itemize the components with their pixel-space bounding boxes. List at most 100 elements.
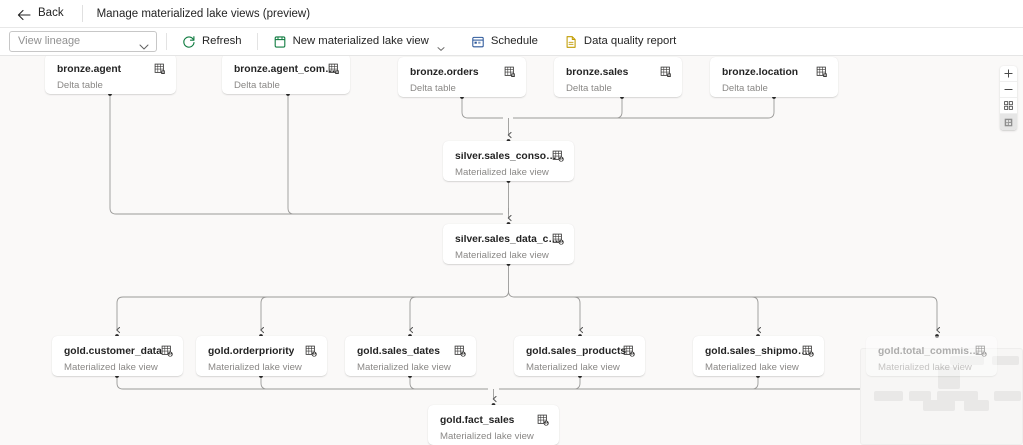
- mlv-icon: [802, 344, 814, 357]
- lineage-node-subtitle: Materialized lake view: [208, 362, 302, 373]
- toolbar-divider-2: [256, 33, 258, 50]
- view-lineage-select[interactable]: View lineage: [9, 31, 157, 52]
- mlv-icon: [537, 413, 549, 426]
- delta-table-icon: [154, 62, 166, 74]
- lineage-node-subtitle: Materialized lake view: [526, 362, 620, 373]
- lineage-node-title: bronze.orders: [410, 68, 479, 78]
- chevron-down-icon: [139, 38, 149, 50]
- mlv-icon: [161, 344, 173, 357]
- minus-icon: [1004, 85, 1013, 94]
- zoom-controls: [1000, 66, 1017, 130]
- lineage-node-subtitle: Materialized lake view: [455, 167, 549, 178]
- delta-table-icon: [504, 65, 516, 77]
- report-icon: [564, 35, 578, 49]
- zoom-out-button[interactable]: [1000, 82, 1017, 98]
- plus-icon: [1004, 69, 1013, 78]
- lineage-node-title: gold.fact_sales: [440, 416, 515, 426]
- lineage-node-subtitle: Materialized lake view: [357, 362, 451, 373]
- delta-table-icon: [328, 62, 340, 74]
- lineage-node-bronze_agent_commission[interactable]: bronze.agent_commissio... Delta table: [222, 56, 350, 94]
- lineage-node-subtitle: Delta table: [566, 83, 612, 94]
- lineage-node-subtitle: Materialized lake view: [440, 431, 534, 442]
- mlv-icon: [975, 344, 987, 357]
- lineage-node-gold_total_commissions[interactable]: gold.total_commissionsMaterialized lake …: [866, 336, 997, 376]
- mlv-icon: [305, 344, 317, 357]
- toolbar-divider-1: [166, 33, 167, 50]
- lineage-node-subtitle: Delta table: [234, 80, 280, 91]
- refresh-button[interactable]: Refresh: [176, 31, 248, 53]
- data-quality-report-label: Data quality report: [583, 34, 677, 47]
- arrow-left-icon: [17, 8, 31, 20]
- lineage-node-subtitle: Delta table: [722, 83, 768, 94]
- loading-skeleton-bar: [950, 356, 984, 365]
- lineage-node-title: gold.sales_shipmode: [705, 347, 809, 357]
- mlv-icon: [552, 149, 564, 162]
- lineage-node-title: gold.total_commissions: [878, 347, 982, 357]
- new-materialized-lake-view-button[interactable]: New materialized lake view: [267, 31, 451, 53]
- lineage-node-silver_sales_data_cleaned[interactable]: silver.sales_data_cleanedMaterialized la…: [443, 224, 574, 264]
- lineage-node-silver_sales_consolidated[interactable]: silver.sales_consolidatedMaterialized la…: [443, 141, 574, 181]
- delta-table-icon: [816, 65, 828, 77]
- loading-skeleton-bar: [923, 400, 955, 411]
- lineage-node-title: bronze.sales: [566, 68, 629, 78]
- lineage-node-subtitle: Materialized lake view: [455, 250, 549, 261]
- lineage-node-title: gold.orderpriority: [208, 347, 295, 357]
- lineage-node-subtitle: Delta table: [410, 83, 456, 94]
- data-quality-report-button[interactable]: Data quality report: [558, 31, 682, 53]
- fit-to-screen-button[interactable]: [1000, 98, 1017, 114]
- refresh-icon: [182, 35, 196, 49]
- loading-skeleton-bar: [874, 391, 903, 401]
- new-view-icon: [273, 35, 287, 49]
- command-toolbar: View lineage Refresh: [0, 28, 1023, 56]
- loading-skeleton-bar: [992, 356, 1019, 365]
- page-title: Manage materialized lake views (preview): [96, 7, 311, 20]
- schedule-button[interactable]: Schedule: [465, 31, 544, 53]
- schedule-label: Schedule: [490, 34, 538, 47]
- lineage-node-subtitle: Materialized lake view: [878, 362, 972, 373]
- lineage-node-title: bronze.agent_commissio...: [234, 65, 338, 75]
- chevron-down-icon: [437, 39, 445, 51]
- minimap-icon: [1004, 118, 1013, 127]
- loading-skeleton-bar: [964, 400, 989, 411]
- view-lineage-select-value: View lineage: [18, 35, 81, 47]
- loading-skeleton-bar: [994, 391, 1021, 401]
- lineage-node-subtitle: Materialized lake view: [705, 362, 799, 373]
- lineage-node-title: bronze.agent: [57, 65, 122, 75]
- lineage-node-subtitle: Materialized lake view: [64, 362, 158, 373]
- zoom-in-button[interactable]: [1000, 66, 1017, 82]
- back-button[interactable]: Back: [13, 4, 68, 24]
- new-materialized-lake-view-label: New materialized lake view: [292, 34, 429, 47]
- page-header: Back Manage materialized lake views (pre…: [0, 0, 1023, 28]
- lineage-node-title: gold.sales_products: [526, 347, 627, 357]
- loading-skeleton-bar: [938, 367, 960, 389]
- mlv-icon: [552, 232, 564, 245]
- mlv-icon: [454, 344, 466, 357]
- lineage-node-title: gold.customer_data: [64, 347, 162, 357]
- mlv-icon: [623, 344, 635, 357]
- loading-skeleton-bar: [937, 391, 978, 401]
- fit-screen-icon: [1004, 101, 1013, 110]
- lineage-node-subtitle: Delta table: [57, 80, 103, 91]
- lineage-node-title: gold.sales_dates: [357, 347, 440, 357]
- refresh-label: Refresh: [202, 34, 242, 47]
- loading-skeleton-bar: [909, 391, 931, 401]
- header-divider: [81, 5, 83, 22]
- schedule-icon: [471, 35, 485, 49]
- lineage-node-title: bronze.location: [722, 68, 799, 78]
- delta-table-icon: [660, 65, 672, 77]
- lineage-node-title: silver.sales_consolidated: [455, 152, 559, 162]
- lineage-node-title: silver.sales_data_cleaned: [455, 235, 559, 245]
- minimap-button[interactable]: [1000, 114, 1017, 130]
